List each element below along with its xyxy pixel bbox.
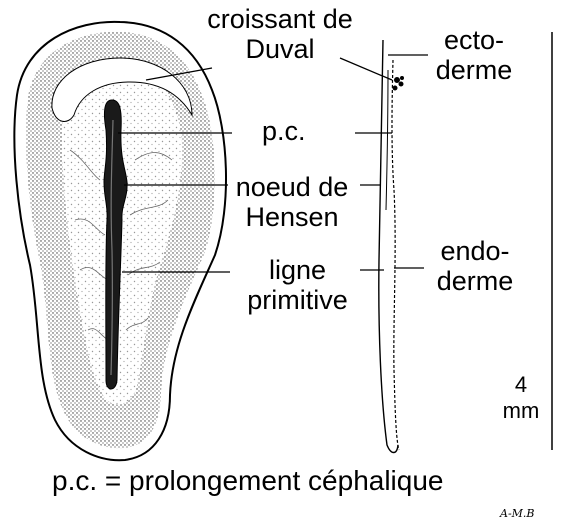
label-scale: 4 mm — [496, 372, 546, 424]
label-endo-line2: derme — [436, 266, 514, 296]
leader-lines — [118, 54, 428, 273]
label-noeud-line1: noeud de — [235, 172, 349, 202]
label-ligne-line1: ligne — [268, 255, 327, 285]
label-endoderme: endo- derme — [420, 236, 530, 296]
label-ligne-line2: primitive — [247, 285, 348, 315]
label-noeud-de-hensen: noeud de Hensen — [222, 172, 362, 232]
caption: p.c. = prolongement céphalique — [52, 465, 444, 496]
label-scale-unit: mm — [502, 398, 540, 423]
label-croissant-line2: Duval — [245, 34, 315, 64]
label-endo-line1: endo- — [440, 236, 510, 266]
label-prolongement-cephalique: p.c. — [262, 116, 306, 146]
label-ligne-primitive: ligne primitive — [225, 255, 370, 315]
label-croissant-de-duval: croissant de Duval — [180, 4, 380, 64]
author-signature: A-M.B — [500, 507, 535, 520]
label-ectoderme: ecto- derme — [424, 25, 524, 85]
label-croissant-line1: croissant de — [207, 4, 353, 34]
label-scale-value: 4 — [514, 372, 528, 397]
label-ecto-line1: ecto- — [443, 25, 505, 55]
croissant-de-duval — [51, 57, 193, 122]
cross-section — [378, 39, 404, 454]
label-ecto-line2: derme — [435, 55, 513, 85]
label-noeud-line2: Hensen — [245, 202, 339, 232]
ligne-primitive-highlight — [110, 119, 114, 376]
ligne-primitive-shape — [103, 99, 128, 390]
